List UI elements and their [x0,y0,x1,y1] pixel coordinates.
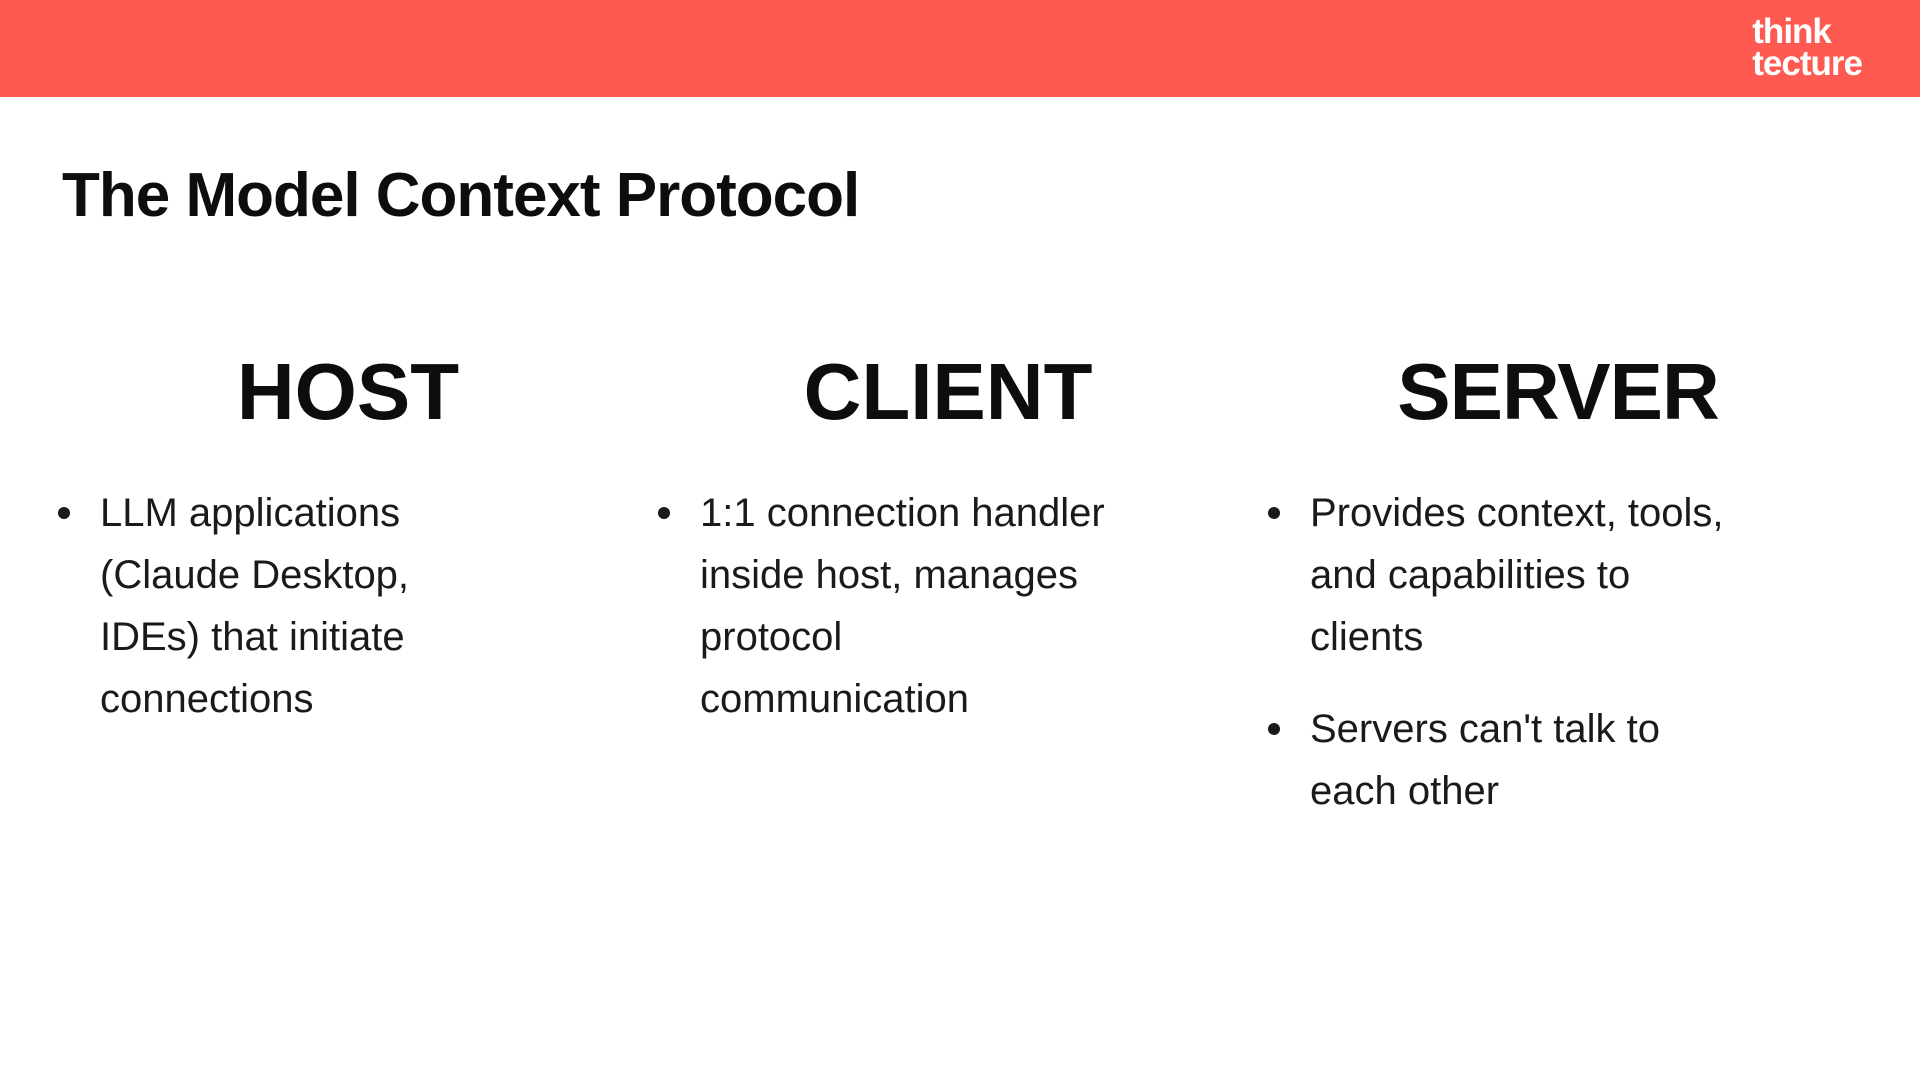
logo-line-1: think [1752,12,1832,51]
column-host: HOST LLM applications (Claude Desktop, I… [48,352,648,760]
bullet-item: Provides context, tools, and capabilitie… [1258,482,1740,668]
bullet-item: Servers can't talk to each other [1258,698,1740,822]
bullet-text: 1:1 connection handler inside host, mana… [700,491,1105,721]
thinktecture-logo: think tecture [1752,12,1863,84]
bullet-text: Servers can't talk to each other [1310,707,1660,813]
bullet-text: Provides context, tools, and capabilitie… [1310,491,1724,659]
column-server-heading: SERVER [1397,347,1720,436]
logo-line-2: tecture [1752,44,1863,84]
bullet-item: LLM applications (Claude Desktop, IDEs) … [48,482,512,730]
column-client-heading: CLIENT [803,347,1093,436]
top-banner: think tecture [0,0,1920,97]
bullet-dot-icon [1268,507,1280,519]
column-host-heading: HOST [236,347,460,436]
bullet-dot-icon [58,507,70,519]
column-client-bullets: 1:1 connection handler inside host, mana… [648,482,1112,730]
bullet-text: LLM applications (Claude Desktop, IDEs) … [100,491,410,721]
column-client: CLIENT 1:1 connection handler inside hos… [648,352,1248,760]
bullet-item: 1:1 connection handler inside host, mana… [648,482,1112,730]
slide-title: The Model Context Protocol [62,161,860,230]
column-host-bullets: LLM applications (Claude Desktop, IDEs) … [48,482,512,730]
bullet-dot-icon [658,507,670,519]
bullet-dot-icon [1268,723,1280,735]
column-server: SERVER Provides context, tools, and capa… [1258,352,1858,852]
column-server-bullets: Provides context, tools, and capabilitie… [1258,482,1740,822]
